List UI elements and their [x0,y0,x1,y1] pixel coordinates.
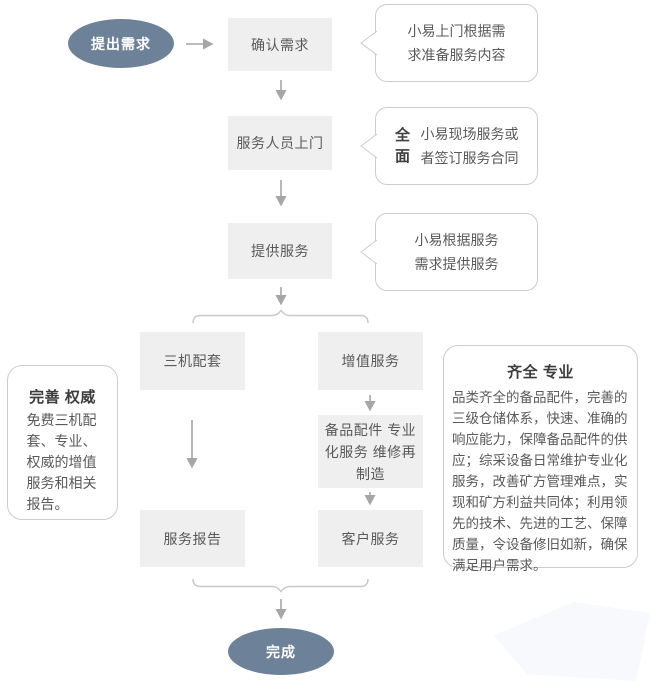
step-label: 客户服务 [341,530,400,547]
watermark-shape [493,602,650,681]
callout-text: 小易现场服务或 者签订服务合同 [421,122,519,170]
callout-text-line: 小易上门根据需 [407,23,506,39]
step-label: 增值服务 [341,353,400,369]
callout-content: 全面 小易现场服务或 者签订服务合同 [395,122,519,170]
panel-body: 品类齐全的备品配件，完善的三级仓储体系，快速、准确的响应能力，保障备品配件的供应… [452,390,628,573]
panel-complete-authoritative: 完善 权威 免费三机配套、专业、权威的增值服务和相关报告。 [7,365,118,520]
step-label-line: 维修再制造 [356,443,417,482]
callout-text-line: 需求提供服务 [414,256,499,272]
step-provide-service: 提供服务 [228,223,332,279]
panel-title: 齐全 专业 [507,364,574,381]
callout-text-line: 小易现场服务或 [420,126,519,142]
comprehensive-badge: 全面 [394,127,410,165]
callout-text-line: 者签订服务合同 [420,150,519,166]
end-node: 完成 [228,628,334,675]
branch-value-added-service: 增值服务 [318,332,423,390]
step-label: 提供服务 [251,243,309,259]
step-label: 服务报告 [163,530,222,547]
callout-prepare-service: 小易上门根据需 求准备服务内容 [375,4,538,82]
step-label: 服务人员上门 [236,135,324,151]
merge-brace [192,578,369,593]
panel-title: 完善 权威 [29,389,96,406]
split-brace [192,309,369,324]
callout-text: 小易上门根据需 求准备服务内容 [408,19,506,67]
callout-provide-service: 小易根据服务 需求提供服务 [375,213,538,291]
callout-text: 小易根据服务 需求提供服务 [415,228,499,276]
step-label: 确认需求 [251,36,309,53]
step-label: 备品配件 专业化服务 维修再制造 [318,419,423,485]
callout-text-line: 求准备服务内容 [407,47,506,63]
panel-body: 免费三机配套、专业、权威的增值服务和相关报告。 [26,412,97,512]
start-node: 提出需求 [68,19,174,68]
step-label: 三机配套 [163,353,222,369]
step-spare-parts-service: 备品配件 专业化服务 维修再制造 [318,415,423,488]
step-service-report: 服务报告 [140,510,245,567]
end-node-label: 完成 [266,643,296,660]
step-staff-visit: 服务人员上门 [228,116,332,170]
panel-full-professional: 齐全 专业 品类齐全的备品配件，完善的三级仓储体系，快速、准确的响应能力，保障备… [443,345,638,573]
step-confirm-requirements: 确认需求 [228,18,332,71]
step-label-line: 专业化服务 [324,421,417,460]
step-customer-service: 客户服务 [318,510,423,567]
branch-three-machine-support: 三机配套 [140,332,245,390]
step-label-line: 备品配件 [324,421,383,438]
callout-onsite-service: 全面 小易现场服务或 者签订服务合同 [375,107,538,185]
callout-text-line: 小易根据服务 [414,232,499,248]
start-node-label: 提出需求 [91,35,151,52]
